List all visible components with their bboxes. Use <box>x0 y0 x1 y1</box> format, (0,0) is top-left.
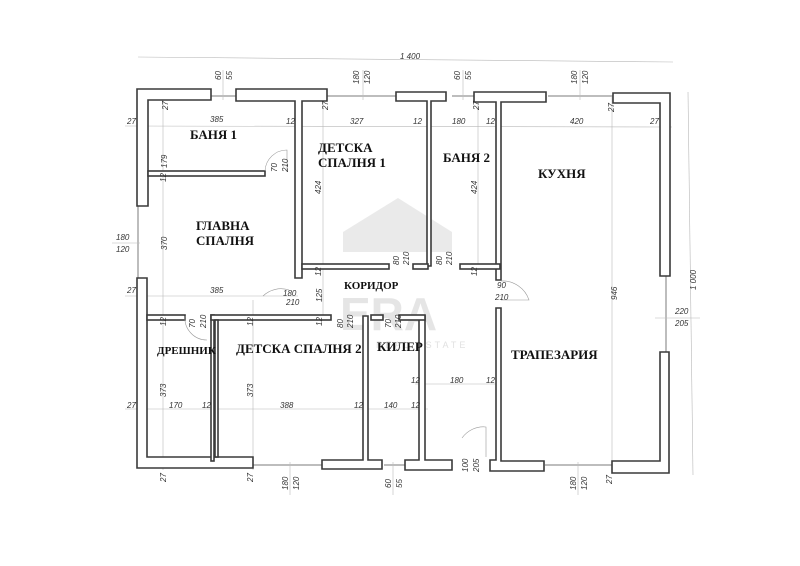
svg-text:180: 180 <box>116 233 130 242</box>
dimension-lines <box>112 56 700 495</box>
svg-text:120: 120 <box>363 70 372 84</box>
svg-text:27: 27 <box>159 473 168 483</box>
svg-text:27: 27 <box>126 401 136 410</box>
svg-text:210: 210 <box>285 298 300 307</box>
svg-text:180: 180 <box>450 376 464 385</box>
svg-text:60: 60 <box>453 71 462 80</box>
svg-text:12: 12 <box>202 401 211 410</box>
svg-text:12: 12 <box>486 117 495 126</box>
svg-text:27: 27 <box>649 117 659 126</box>
room-detska-spalnya-1: ДЕТСКА <box>318 140 373 155</box>
svg-text:12: 12 <box>411 376 420 385</box>
svg-text:373: 373 <box>246 383 255 397</box>
svg-text:210: 210 <box>402 251 411 266</box>
svg-text:180: 180 <box>452 117 466 126</box>
svg-text:424: 424 <box>314 180 323 194</box>
interior-height-label: 946 <box>610 286 619 300</box>
svg-text:180: 180 <box>283 289 297 298</box>
svg-text:385: 385 <box>210 286 224 295</box>
svg-text:12: 12 <box>286 117 295 126</box>
svg-text:120: 120 <box>292 476 301 490</box>
svg-text:12: 12 <box>159 317 168 326</box>
svg-text:55: 55 <box>395 479 404 488</box>
svg-text:210: 210 <box>199 314 208 329</box>
room-detska-spalnya-2: ДЕТСКА СПАЛНЯ 2 <box>236 341 362 356</box>
svg-text:120: 120 <box>580 476 589 490</box>
room-dreshnik: ДРЕШНИК <box>157 345 216 357</box>
room-trapezaria: ТРАПЕЗАРИЯ <box>511 347 598 362</box>
overall-height-label: 1 000 <box>689 269 698 290</box>
door-swings <box>184 149 530 457</box>
room-koridor: КОРИДОР <box>344 280 399 292</box>
svg-text:70: 70 <box>384 319 393 328</box>
svg-text:12: 12 <box>354 401 363 410</box>
room-glavna-spalnya-line2: СПАЛНЯ <box>196 233 255 248</box>
room-glavna-spalnya: ГЛАВНА <box>196 218 250 233</box>
svg-text:27: 27 <box>605 475 614 485</box>
svg-text:80: 80 <box>392 256 401 265</box>
svg-text:220: 220 <box>674 307 689 316</box>
svg-text:424: 424 <box>470 180 479 194</box>
svg-text:12: 12 <box>411 401 420 410</box>
svg-text:140: 140 <box>384 401 398 410</box>
svg-text:170: 170 <box>169 401 183 410</box>
svg-text:373: 373 <box>159 383 168 397</box>
svg-text:420: 420 <box>570 117 584 126</box>
svg-text:205: 205 <box>472 458 481 473</box>
room-banya-2: БАНЯ 2 <box>443 150 490 165</box>
svg-text:179: 179 <box>160 154 169 168</box>
room-banya-1: БАНЯ 1 <box>190 127 237 142</box>
svg-text:12: 12 <box>246 317 255 326</box>
svg-text:27: 27 <box>126 286 136 295</box>
era-watermark: ERA REAL ESTATE <box>340 198 465 350</box>
svg-text:27: 27 <box>321 101 330 111</box>
svg-text:27: 27 <box>161 101 170 111</box>
svg-text:180: 180 <box>281 476 290 490</box>
svg-text:385: 385 <box>210 115 224 124</box>
svg-text:12: 12 <box>470 267 479 276</box>
svg-text:388: 388 <box>280 401 294 410</box>
windows <box>137 95 667 466</box>
svg-text:180: 180 <box>352 70 361 84</box>
svg-text:210: 210 <box>346 314 355 329</box>
svg-text:55: 55 <box>225 71 234 80</box>
svg-text:27: 27 <box>246 473 255 483</box>
svg-text:80: 80 <box>435 256 444 265</box>
svg-text:210: 210 <box>445 251 454 266</box>
svg-text:120: 120 <box>116 245 130 254</box>
svg-text:60: 60 <box>384 479 393 488</box>
room-kiler: КИЛЕР <box>377 339 423 354</box>
svg-text:27: 27 <box>607 103 616 113</box>
svg-text:120: 120 <box>581 70 590 84</box>
svg-text:180: 180 <box>569 476 578 490</box>
room-kuhnya: КУХНЯ <box>538 166 586 181</box>
svg-text:90: 90 <box>497 281 506 290</box>
svg-text:12: 12 <box>486 376 495 385</box>
svg-text:210: 210 <box>494 293 509 302</box>
svg-text:70: 70 <box>270 163 279 172</box>
svg-text:210: 210 <box>394 314 403 329</box>
svg-text:180: 180 <box>570 70 579 84</box>
overall-width-label: 1 400 <box>400 52 421 61</box>
svg-text:55: 55 <box>464 71 473 80</box>
walls <box>136 88 671 474</box>
svg-text:60: 60 <box>214 71 223 80</box>
svg-text:125: 125 <box>315 288 324 302</box>
svg-text:27: 27 <box>126 117 136 126</box>
svg-text:12: 12 <box>413 117 422 126</box>
room-detska-spalnya-1-line2: СПАЛНЯ 1 <box>318 155 386 170</box>
svg-text:27: 27 <box>472 101 481 111</box>
svg-text:70: 70 <box>188 319 197 328</box>
svg-text:12: 12 <box>315 317 324 326</box>
svg-text:210: 210 <box>281 158 290 173</box>
svg-text:12: 12 <box>314 267 323 276</box>
svg-text:12: 12 <box>159 173 168 182</box>
svg-text:100: 100 <box>461 458 470 472</box>
svg-text:205: 205 <box>674 319 689 328</box>
svg-text:370: 370 <box>160 236 169 250</box>
svg-text:327: 327 <box>350 117 364 126</box>
svg-text:80: 80 <box>336 319 345 328</box>
